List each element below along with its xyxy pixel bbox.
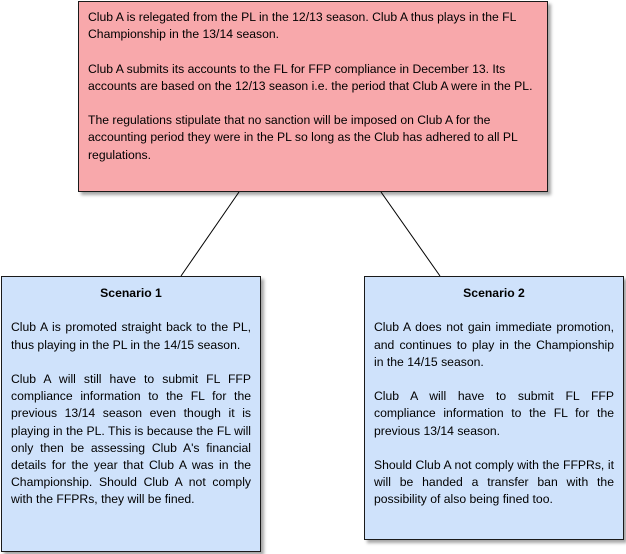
scenario-2-title: Scenario 2 (463, 286, 525, 300)
scenario-1-title: Scenario 1 (100, 286, 162, 300)
scenario-1-paragraph-2: Club A will still have to submit FL FFP … (11, 371, 251, 507)
scenario-2-paragraph-1: Club A does not gain immediate promotion… (374, 320, 614, 369)
relegation-context-box: Club A is relegated from the PL in the 1… (78, 1, 548, 192)
connector-to-scenario-1 (180, 191, 240, 277)
scenario-2-paragraph-3: Should Club A not comply with the FFPRs,… (374, 457, 614, 507)
scenario-2-box: Scenario 2 Club A does not gain immediat… (364, 276, 624, 540)
scenario-2-paragraph-2: Club A will have to submit FL FFP compli… (374, 389, 614, 438)
context-paragraph-1: Club A is relegated from the PL in the 1… (88, 10, 516, 42)
context-paragraph-2: Club A submits its accounts to the FL fo… (88, 61, 533, 93)
scenario-1-box: Scenario 1 Club A is promoted straight b… (1, 276, 261, 552)
context-paragraph-3: The regulations stipulate that no sancti… (88, 113, 518, 162)
scenario-1-paragraph-1: Club A is promoted straight back to the … (11, 320, 251, 352)
connector-to-scenario-2 (380, 191, 441, 277)
